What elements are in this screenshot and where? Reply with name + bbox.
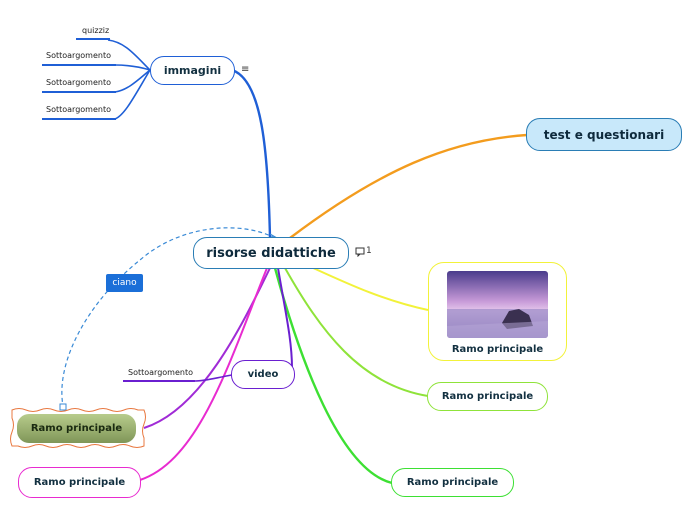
branch-immagini[interactable]: immagini — [150, 56, 235, 85]
subtopic-underline — [42, 118, 116, 120]
relationship-label[interactable]: ciano — [106, 274, 143, 292]
branch-line-left-low — [139, 267, 268, 481]
branch-video[interactable]: video — [231, 360, 295, 389]
branch-right-low[interactable]: Ramo principale — [391, 468, 514, 497]
relationship-arrow-bottom — [59, 403, 67, 411]
sub-line-sotto-1 — [114, 64, 151, 71]
branch-immagini-label: immagini — [163, 64, 222, 77]
subtopic-quizziz[interactable]: quizziz — [82, 26, 110, 35]
branch-right-mid[interactable]: Ramo principale — [427, 382, 548, 411]
branch-left-mid-label: Ramo principale — [30, 423, 123, 434]
sub-line-sotto-2 — [114, 69, 151, 93]
subtopic-underline — [42, 91, 116, 93]
branch-image-label: Ramo principale — [451, 344, 544, 355]
comment-icon[interactable] — [355, 247, 365, 260]
branch-line-video — [277, 267, 293, 369]
subtopic-underline — [123, 380, 195, 382]
landscape-image — [447, 271, 548, 338]
relationship-label-text: ciano — [112, 278, 137, 288]
branch-image-node[interactable]: Ramo principale — [428, 262, 567, 361]
subtopic-sotto-2[interactable]: Sottoargomento — [46, 78, 111, 87]
branch-right-mid-label: Ramo principale — [441, 391, 534, 402]
branch-line-immagini — [231, 68, 272, 239]
root-node[interactable]: risorse didattiche — [193, 237, 349, 269]
branch-line-image — [299, 261, 429, 311]
branch-test-label: test e questionari — [543, 127, 665, 142]
branch-left-low[interactable]: Ramo principale — [18, 467, 141, 498]
branch-line-test — [289, 133, 528, 239]
sub-line-sotto-3 — [114, 69, 151, 120]
branch-line-right-low — [273, 267, 393, 485]
subtopic-underline — [42, 64, 116, 66]
sub-line-video — [194, 374, 233, 382]
branch-line-left-mid — [143, 267, 271, 429]
notes-icon[interactable]: ≡ — [241, 64, 250, 75]
branch-left-mid[interactable]: Ramo principale — [17, 414, 136, 443]
subtopic-video[interactable]: Sottoargomento — [128, 368, 193, 377]
subtopic-sotto-1[interactable]: Sottoargomento — [46, 51, 111, 60]
branch-test-questionari[interactable]: test e questionari — [526, 118, 682, 151]
branch-right-low-label: Ramo principale — [406, 477, 499, 488]
subtopic-sotto-3[interactable]: Sottoargomento — [46, 105, 111, 114]
branch-line-right-mid — [284, 267, 429, 397]
subtopic-underline — [76, 38, 110, 40]
sub-line-quizziz — [107, 39, 151, 71]
branch-left-low-label: Ramo principale — [33, 477, 126, 488]
comment-count: 1 — [366, 246, 372, 256]
root-label: risorse didattiche — [206, 245, 336, 261]
branch-video-label: video — [247, 369, 279, 380]
